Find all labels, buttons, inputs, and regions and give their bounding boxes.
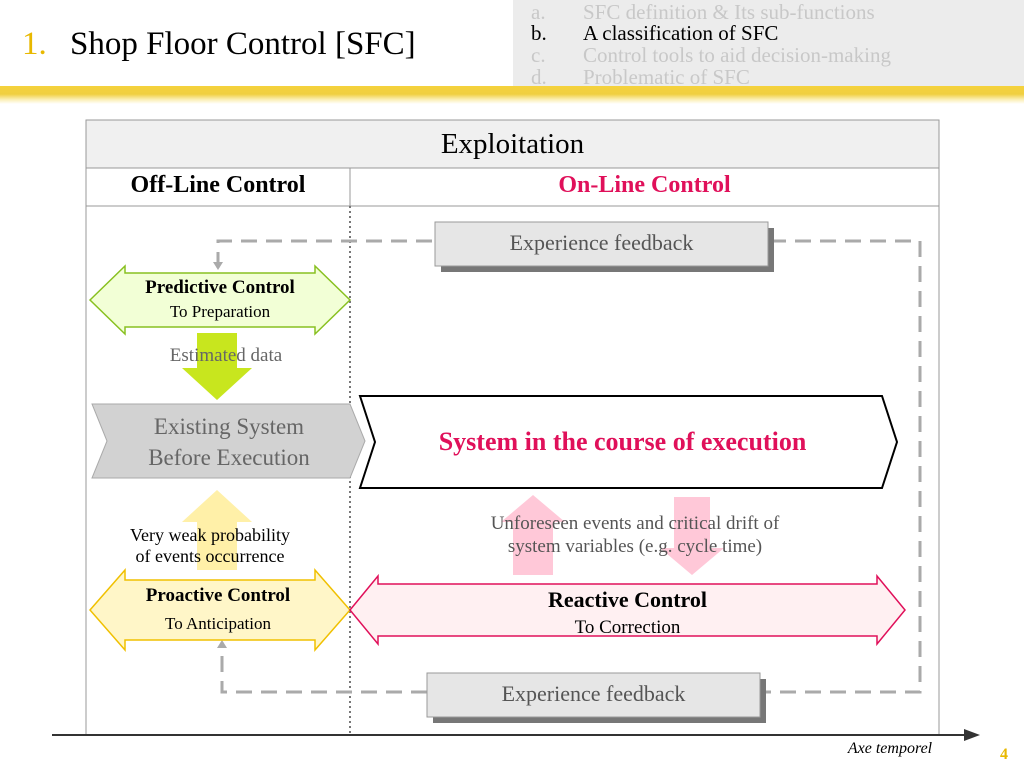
feedback-loop-right: [764, 239, 922, 694]
unforeseen-events-line1: Unforeseen events and critical drift of: [490, 513, 780, 534]
proactive-control-arrow: [89, 568, 351, 652]
arrow-into-proactive: [217, 640, 227, 648]
existing-system-label-line2: Before Execution: [148, 445, 310, 470]
predictive-control-title: Predictive Control: [145, 277, 295, 298]
unforeseen-events-line2: system variables (e.g. cycle time): [507, 536, 763, 557]
outline-letter: b.: [531, 21, 547, 45]
reactive-control-arrow: [349, 573, 906, 647]
event-down-arrow: [660, 497, 724, 575]
exploitation-label: Exploitation: [440, 128, 585, 160]
page-number: 4: [1000, 746, 1008, 763]
offline-control-label: Off-Line Control: [130, 172, 306, 198]
reactive-control-title: Reactive Control: [547, 587, 708, 612]
outline-text: A classification of SFC: [583, 21, 779, 45]
offline-header-cell: [85, 167, 351, 207]
execution-label: System in the course of execution: [438, 427, 807, 456]
weak-probability-arrow: [182, 490, 252, 570]
weak-probability-line2: of events occurrence: [135, 546, 285, 566]
execution-chevron: [358, 395, 899, 489]
event-up-arrow: [501, 495, 565, 575]
outline-text: Problematic of SFC: [583, 65, 750, 89]
exploitation-header-cell: [85, 119, 940, 169]
weak-probability-line1: Very weak probability: [130, 525, 290, 545]
feedback-bottom-box: [426, 672, 761, 718]
arrow-into-predictive: [213, 262, 223, 270]
outline-item-b: b. A classification of SFC: [531, 22, 778, 44]
existing-system-chevron: [91, 403, 366, 479]
outline-letter: a.: [531, 0, 546, 24]
outline-item-c: c. Control tools to aid decision-making: [531, 44, 891, 66]
slide-title: Shop Floor Control [SFC]: [70, 26, 416, 62]
outline-letter: c.: [531, 43, 546, 67]
online-header-cell: [349, 167, 940, 207]
online-control-label: On-Line Control: [558, 172, 731, 198]
outline-item-d: d. Problematic of SFC: [531, 66, 750, 88]
outline-item-a: a. SFC definition & Its sub-functions: [531, 1, 875, 23]
feedback-loop-bottom-left: [220, 642, 427, 694]
reactive-control-subtitle: To Correction: [574, 617, 681, 638]
predictive-control-subtitle: To Preparation: [169, 302, 271, 321]
outline-text: Control tools to aid decision-making: [583, 43, 891, 67]
outline-letter: d.: [531, 65, 547, 89]
slide-number: 1.: [22, 26, 47, 62]
existing-system-label-line1: Existing System: [153, 414, 305, 439]
feedback-loop-top-left: [216, 239, 435, 268]
feedback-top-label: Experience feedback: [509, 230, 694, 255]
header-band: [0, 86, 1024, 104]
outline-panel: [513, 0, 1024, 86]
time-axis-arrowhead: [964, 729, 980, 741]
proactive-control-subtitle: To Anticipation: [165, 614, 271, 633]
predictive-control-arrow: [88, 264, 352, 336]
proactive-control-title: Proactive Control: [145, 585, 291, 606]
estimated-data-arrow: [182, 333, 252, 400]
feedback-top-box: [434, 221, 769, 267]
outline-text: SFC definition & Its sub-functions: [583, 0, 875, 24]
time-axis-label: Axe temporel: [847, 740, 933, 757]
estimated-data-label: Estimated data: [169, 345, 283, 366]
feedback-bottom-label: Experience feedback: [501, 681, 686, 706]
